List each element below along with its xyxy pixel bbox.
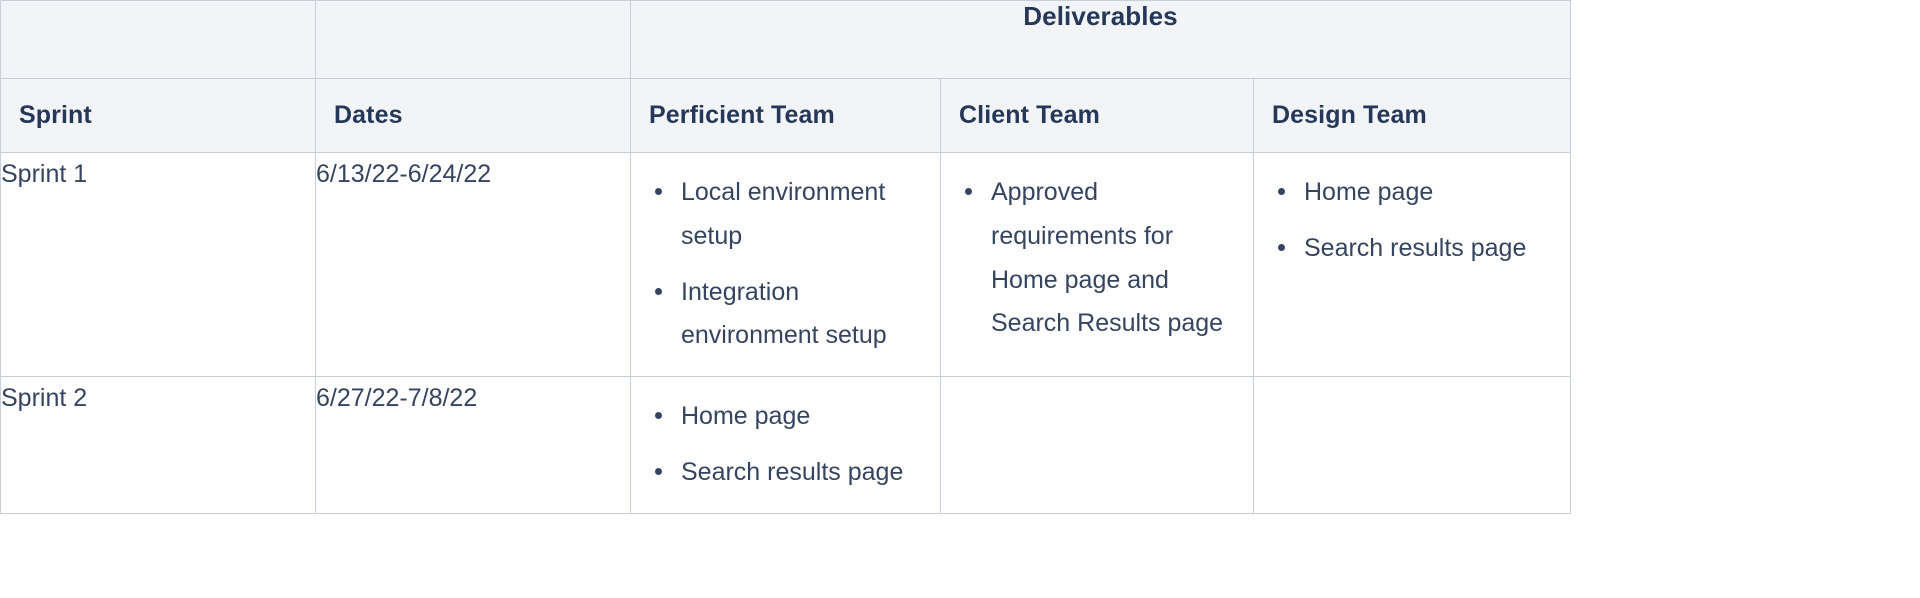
sprint-name: Sprint 1: [1, 160, 88, 188]
list-item-label: Approved requirements for Home page and …: [991, 178, 1224, 338]
column-header-row: Sprint Dates Perficient Team Client Team…: [0, 78, 1572, 153]
sprint-schedule-table-container: Deliverables Sprint Dates Perficient Tea…: [0, 0, 1572, 514]
sprint-dates: 6/27/22-7/8/22: [316, 384, 478, 412]
empty-cell-content: [953, 395, 1239, 396]
list-item: Integration environment setup: [643, 271, 926, 359]
bullet-icon: [965, 188, 972, 195]
sprint-schedule-table: Deliverables Sprint Dates Perficient Tea…: [0, 0, 1572, 514]
cell-design-team: Home page Search results page: [1253, 152, 1572, 377]
table-body: Sprint 1 6/13/22-6/24/22 Local environme…: [0, 152, 1572, 514]
bullet-icon: [655, 188, 662, 195]
list-item-label: Home page: [1304, 178, 1434, 206]
list-item: Search results page: [643, 451, 926, 495]
list-item: Home page: [643, 395, 926, 439]
deliverable-list: Home page Search results page: [643, 395, 926, 495]
bullet-icon: [1278, 188, 1285, 195]
group-header-blank-dates: [315, 0, 631, 79]
bullet-icon: [655, 412, 662, 419]
list-item-label: Search results page: [1304, 233, 1527, 262]
deliverable-list: Local environment setup Integration envi…: [643, 171, 926, 358]
cell-sprint: Sprint 1: [0, 152, 316, 377]
sprint-dates: 6/13/22-6/24/22: [316, 160, 492, 188]
list-item: Approved requirements for Home page and …: [953, 171, 1239, 346]
table-row: Sprint 1 6/13/22-6/24/22 Local environme…: [0, 152, 1572, 377]
column-header-design-team: Design Team: [1253, 78, 1572, 153]
cell-dates: 6/27/22-7/8/22: [315, 376, 631, 514]
cell-client-team: Approved requirements for Home page and …: [940, 152, 1254, 377]
table-row: Sprint 2 6/27/22-7/8/22 Home page Search…: [0, 376, 1572, 514]
bullet-icon: [655, 467, 662, 475]
deliverable-list: Home page Search results page: [1266, 171, 1556, 271]
cell-dates: 6/13/22-6/24/22: [315, 152, 631, 377]
cell-perficient-team: Local environment setup Integration envi…: [630, 152, 941, 377]
list-item-label: Home page: [681, 402, 811, 430]
list-item: Home page: [1266, 171, 1556, 215]
group-header-deliverables: Deliverables: [630, 0, 1572, 79]
list-item: Local environment setup: [643, 171, 926, 259]
list-item-label: Local environment setup: [681, 178, 886, 250]
group-header-blank-sprint: [0, 0, 316, 79]
cell-sprint: Sprint 2: [0, 376, 316, 514]
column-header-client-team: Client Team: [940, 78, 1254, 153]
cell-perficient-team: Home page Search results page: [630, 376, 941, 514]
column-header-perficient-team: Perficient Team: [630, 78, 941, 153]
empty-cell-content: [1266, 395, 1556, 396]
column-header-dates: Dates: [315, 78, 631, 153]
list-item-label: Search results page: [681, 457, 904, 486]
column-header-sprint: Sprint: [0, 78, 316, 153]
deliverable-list: Approved requirements for Home page and …: [953, 171, 1239, 346]
cell-design-team: [1253, 376, 1572, 514]
list-item: Search results page: [1266, 227, 1556, 271]
group-header-row: Deliverables: [0, 0, 1572, 79]
sprint-name: Sprint 2: [1, 384, 88, 412]
list-item-label: Integration environment setup: [681, 277, 887, 350]
bullet-icon: [655, 287, 662, 295]
bullet-icon: [1278, 243, 1285, 251]
cell-client-team: [940, 376, 1254, 514]
table-head: Deliverables Sprint Dates Perficient Tea…: [0, 0, 1572, 153]
